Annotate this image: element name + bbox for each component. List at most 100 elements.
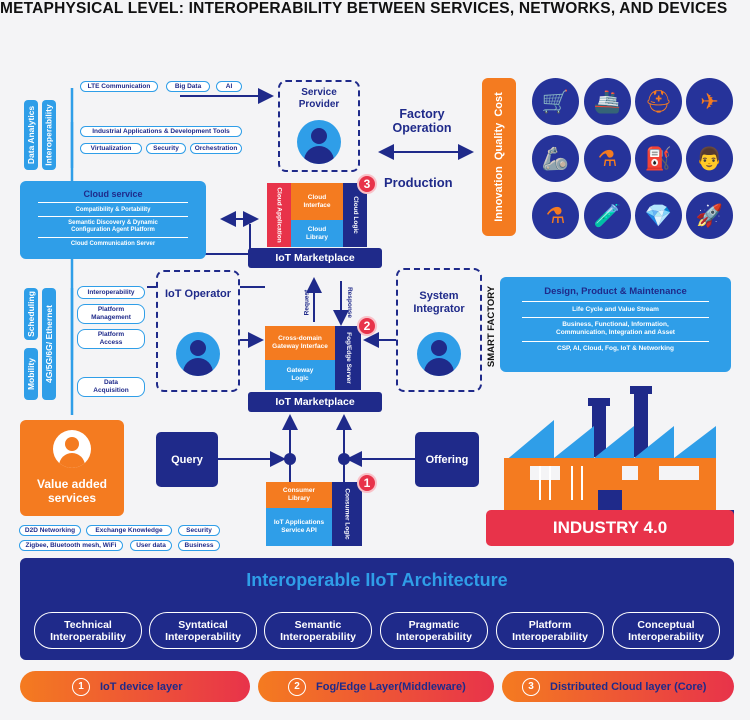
pill-ai: AI (216, 81, 242, 92)
layer-number: 3 (522, 677, 540, 696)
pill-interoperability: Interoperability (77, 286, 145, 299)
fog-stack: Cross-domain Gateway Interface Gateway L… (265, 326, 361, 390)
user-icon (53, 430, 91, 468)
page-title: METAPHYSICAL LEVEL: INTEROPERABILITY BET… (0, 0, 728, 17)
pill-lte: LTE Communication (80, 81, 158, 92)
iot-marketplace-bar-top: IoT Marketplace (248, 248, 382, 268)
consumer-stack: Consumer Library IoT Applications Servic… (266, 482, 362, 546)
value-added-label: Value added services (36, 477, 108, 505)
layer-label: Fog/Edge Layer(Middleware) (316, 680, 466, 693)
vertical-label-interoperability: Interoperability (42, 100, 56, 170)
layer-number: 2 (288, 677, 306, 696)
value-added-services-box: Value added services (20, 420, 124, 516)
tile-gateway-logic: Gateway Logic (265, 360, 335, 390)
iot-operator-box: IoT Operator (156, 270, 240, 392)
pill-user-data: User data (130, 540, 172, 551)
pill-platform-management: Platform Management (77, 304, 145, 324)
factory-operation-label: Factory Operation (392, 107, 452, 135)
interop-type-technical: Technical Interoperability (34, 612, 142, 649)
service-provider-box: Service Provider (278, 80, 360, 172)
diamond-icon: 💎 (635, 192, 682, 239)
pill-security-2: Security (178, 525, 220, 536)
rocket-icon: 🚀 (686, 192, 733, 239)
interop-type-conceptual: Conceptual Interoperability (612, 612, 720, 649)
cloud-stack: Cloud Application Cloud Interface Cloud … (267, 183, 367, 247)
person-icon (297, 120, 341, 164)
design-product-box: Design, Product & Maintenance Life Cycle… (500, 277, 731, 372)
cloud-service-item: Semantic Discovery & Dynamic Configurati… (68, 220, 158, 233)
layer-label: IoT device layer (100, 680, 183, 693)
pill-platform-access: Platform Access (77, 329, 145, 349)
cloud-service-title: Cloud service (83, 189, 143, 199)
pill-big-data: Big Data (166, 81, 210, 92)
vertical-label-scheduling: Scheduling (24, 288, 38, 340)
layer-cloud: 3 Distributed Cloud layer (Core) (502, 671, 734, 702)
service-provider-label: Service Provider (298, 87, 340, 110)
design-box-item: Life Cycle and Value Stream (572, 306, 659, 313)
layer-number: 1 (72, 677, 90, 696)
ship-icon: 🚢 (584, 78, 631, 125)
pill-virtualization: Virtualization (80, 143, 142, 154)
cloud-service-item: Cloud Communication Server (70, 241, 156, 247)
flask-icon: ⚗ (584, 135, 631, 182)
interop-type-pragmatic: Pragmatic Interoperability (380, 612, 488, 649)
pill-orchestration: Orchestration (190, 143, 242, 154)
interop-type-syntatical: Syntatical Interoperability (149, 612, 257, 649)
layer-fog-edge: 2 Fog/Edge Layer(Middleware) (258, 671, 494, 702)
pill-security: Security (146, 143, 186, 154)
chemistry-icon: ⚗ (532, 192, 579, 239)
drone-icon: ✈ (686, 78, 733, 125)
request-label: Request (303, 289, 311, 315)
design-box-item: Business, Functional, Information, Commu… (556, 321, 675, 336)
architecture-title: Interoperable IIoT Architecture (246, 570, 508, 590)
fuel-pump-icon: ⛽ (635, 135, 682, 182)
layer-label: Distributed Cloud layer (Core) (550, 680, 707, 693)
doctor-icon: 👨 (686, 135, 733, 182)
system-integrator-box: System Integrator (396, 268, 482, 392)
query-box: Query (156, 432, 218, 487)
test-tube-icon: 🧪 (584, 192, 631, 239)
production-label: Production (384, 175, 453, 190)
tile-fog-edge-server: Fog/Edge Server (335, 326, 361, 390)
industry-4-banner: INDUSTRY 4.0 (486, 510, 734, 546)
robot-arm-icon: 🦾 (532, 135, 579, 182)
pill-zigbee: Zigbee, Bluetooth mesh, WiFi (19, 540, 123, 551)
factory-illustration (494, 386, 734, 518)
architecture-panel: Interoperable IIoT Architecture (20, 558, 734, 660)
iot-operator-label: IoT Operator (164, 288, 231, 300)
cloud-service-item: Compatibility & Portability (75, 207, 151, 213)
interop-type-platform: Platform Interoperability (496, 612, 604, 649)
tile-cloud-application: Cloud Application (267, 183, 291, 247)
design-box-title: Design, Product & Maintenance (544, 286, 687, 297)
pill-business: Business (178, 540, 220, 551)
person-icon (417, 332, 461, 376)
badge-3: 3 (357, 174, 377, 194)
cloud-service-box: Cloud service Compatibility & Portabilit… (20, 181, 206, 259)
system-integrator-label: System Integrator (413, 290, 465, 315)
helmet-icon: ⛑ (635, 78, 682, 125)
person-icon (176, 332, 220, 376)
smart-factory-label: SMART FACTORY (486, 285, 498, 367)
tile-consumer-logic: Consumer Logic (332, 482, 362, 546)
interop-type-semantic: Semantic Interoperability (264, 612, 372, 649)
tile-cloud-library: Cloud Library (291, 220, 343, 247)
vertical-label-network: 4G/5G/6G/ Ethernet (42, 288, 56, 400)
offering-box: Offering (415, 432, 479, 487)
tile-service-api: IoT Applications Service API (266, 508, 332, 546)
tile-cloud-logic: Cloud Logic (343, 183, 367, 247)
cart-icon: 🛒 (532, 78, 579, 125)
iot-marketplace-bar-bottom: IoT Marketplace (248, 392, 382, 412)
pill-d2d: D2D Networking (19, 525, 81, 536)
badge-1: 1 (357, 473, 377, 493)
pill-exchange-knowledge: Exchange Knowledge (86, 525, 172, 536)
layer-iot-device: 1 IoT device layer (20, 671, 250, 702)
vertical-label-data-analytics: Data Analytics (24, 100, 38, 170)
tile-consumer-library: Consumer Library (266, 482, 332, 508)
tile-gateway-interface: Cross-domain Gateway Interface (265, 326, 335, 360)
pill-data-acquisition: Data Acquisition (77, 377, 145, 397)
tile-cloud-interface: Cloud Interface (291, 183, 343, 220)
vertical-label-mobility: Mobility (24, 348, 38, 400)
badge-2: 2 (357, 316, 377, 336)
design-box-item: CSP, AI, Cloud, Fog, IoT & Networking (557, 345, 674, 352)
innovation-quality-cost-bar: Innovation Quality Cost (482, 78, 516, 236)
